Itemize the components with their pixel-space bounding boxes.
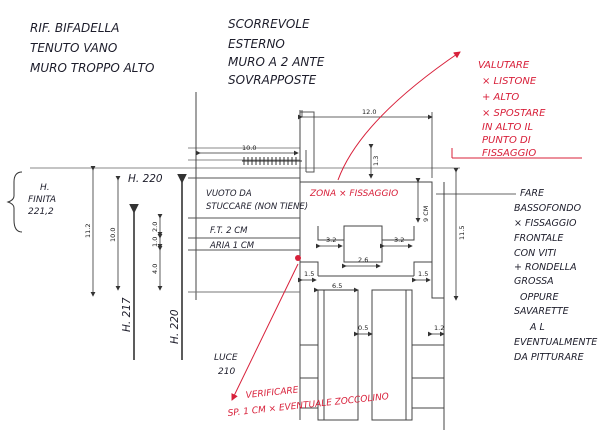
dim-9-cm: 9 CM <box>422 206 430 222</box>
red-annotations-lines <box>231 51 582 401</box>
dim-0-5: 0.5 <box>358 324 368 332</box>
right-notes: FARE BASSOFONDO × FISSAGGIO FRONTALE CON… <box>514 188 597 363</box>
luce-value: 210 <box>218 367 235 377</box>
right-note-12: DA PITTURARE <box>514 352 584 363</box>
red-note-6: PUNTO DI <box>482 135 531 146</box>
dim-10-left: 10.0 <box>109 228 117 242</box>
dim-1-5-a: 1.5 <box>304 270 314 278</box>
wall-structure <box>30 92 460 420</box>
h-finita-h: H. <box>40 183 50 193</box>
right-note-9: SAVARETTE <box>514 306 569 317</box>
header-left-line-2: TENUTO VANO <box>30 41 117 55</box>
right-note-4: FRONTALE <box>514 233 563 244</box>
right-note-1: FARE <box>520 188 544 199</box>
dim-3-2-a: 3.2 <box>326 236 336 244</box>
dim-1-2: 1.2 <box>434 324 444 332</box>
dim-1-5-b: 1.5 <box>418 270 428 278</box>
ft-label: F.T. 2 CM <box>210 226 248 236</box>
red-bottom-1: VERIFICARE <box>245 385 299 401</box>
right-note-7: GROSSA <box>514 276 554 287</box>
dim-6-5: 6.5 <box>332 282 342 290</box>
header-center-line-2: ESTERNO <box>228 37 285 51</box>
red-note-4: × SPOSTARE <box>482 108 546 119</box>
h-finita-value: 221,2 <box>28 207 54 217</box>
h220-top: H. 220 <box>128 173 163 185</box>
screw-icon <box>242 157 302 165</box>
header-left-line-1: RIF. BIFADELLA <box>30 21 119 35</box>
brace <box>6 171 23 233</box>
dim-4-0: 4.0 <box>151 264 159 274</box>
dim-1-0: 1.0 <box>151 237 159 247</box>
h220-side-label: H. 220 <box>169 309 181 344</box>
red-note-7: FISSAGGIO <box>482 148 536 159</box>
vuoto-line-1: VUOTO DA <box>206 189 252 199</box>
dim-2-0: 2.0 <box>151 222 159 232</box>
dim-12: 12.0 <box>362 108 376 116</box>
dimension-values: 10.0 12.0 1.3 11.2 10.0 2.0 1.0 4.0 3.2 … <box>84 108 466 332</box>
h-finita-word: FINITA <box>28 195 56 205</box>
vuoto-line-2: STUCCARE (NON TIENE) <box>206 202 308 212</box>
aria-label: ARIA 1 CM <box>209 241 255 251</box>
dim-3-2-b: 3.2 <box>394 236 404 244</box>
drawing-labels: H. FINITA 221,2 H. 220 VUOTO DA STUCCARE… <box>28 173 308 377</box>
red-note-1: VALUTARE <box>478 60 530 71</box>
red-notes-top: VALUTARE × LISTONE + ALTO × SPOSTARE IN … <box>478 60 546 159</box>
sliding-profile <box>300 181 445 430</box>
dim-1-3: 1.3 <box>372 156 380 166</box>
right-note-6: + RONDELLA <box>514 262 577 273</box>
red-note-2: × LISTONE <box>482 76 537 87</box>
header-center: SCORREVOLE ESTERNO MURO A 2 ANTE SOVRAPP… <box>228 17 325 87</box>
red-notes-bottom: VERIFICARE SP. 1 CM × EVENTUALE ZOCCOLIN… <box>227 385 389 419</box>
dim-11-2: 11.2 <box>84 224 92 238</box>
fixing-point-dot <box>295 255 301 261</box>
right-note-11: EVENTUALMENTE <box>514 337 597 348</box>
red-note-5: IN ALTO IL <box>482 122 533 133</box>
dim-2-6: 2.6 <box>358 256 368 264</box>
right-note-10: A L <box>529 322 545 333</box>
h217-label: H. 217 <box>121 297 133 332</box>
luce-label: LUCE <box>214 353 238 363</box>
red-note-3: + ALTO <box>482 92 519 103</box>
dim-10-top: 10.0 <box>242 144 256 152</box>
right-note-2: BASSOFONDO <box>514 203 582 214</box>
header-center-line-4: SOVRAPPOSTE <box>228 73 317 87</box>
dimension-lines <box>90 110 459 360</box>
right-note-8: OPPURE <box>520 292 559 303</box>
zona-fissaggio-label: ZONA × FISSAGGIO <box>309 189 398 199</box>
header-center-line-1: SCORREVOLE <box>228 17 310 31</box>
header-center-line-3: MURO A 2 ANTE <box>228 55 325 69</box>
right-note-5: CON VITI <box>514 248 556 259</box>
header-left: RIF. BIFADELLA TENUTO VANO MURO TROPPO A… <box>30 21 154 75</box>
dim-11-5: 11.5 <box>458 226 466 240</box>
header-left-line-3: MURO TROPPO ALTO <box>30 61 154 75</box>
right-note-3: × FISSAGGIO <box>514 218 577 229</box>
